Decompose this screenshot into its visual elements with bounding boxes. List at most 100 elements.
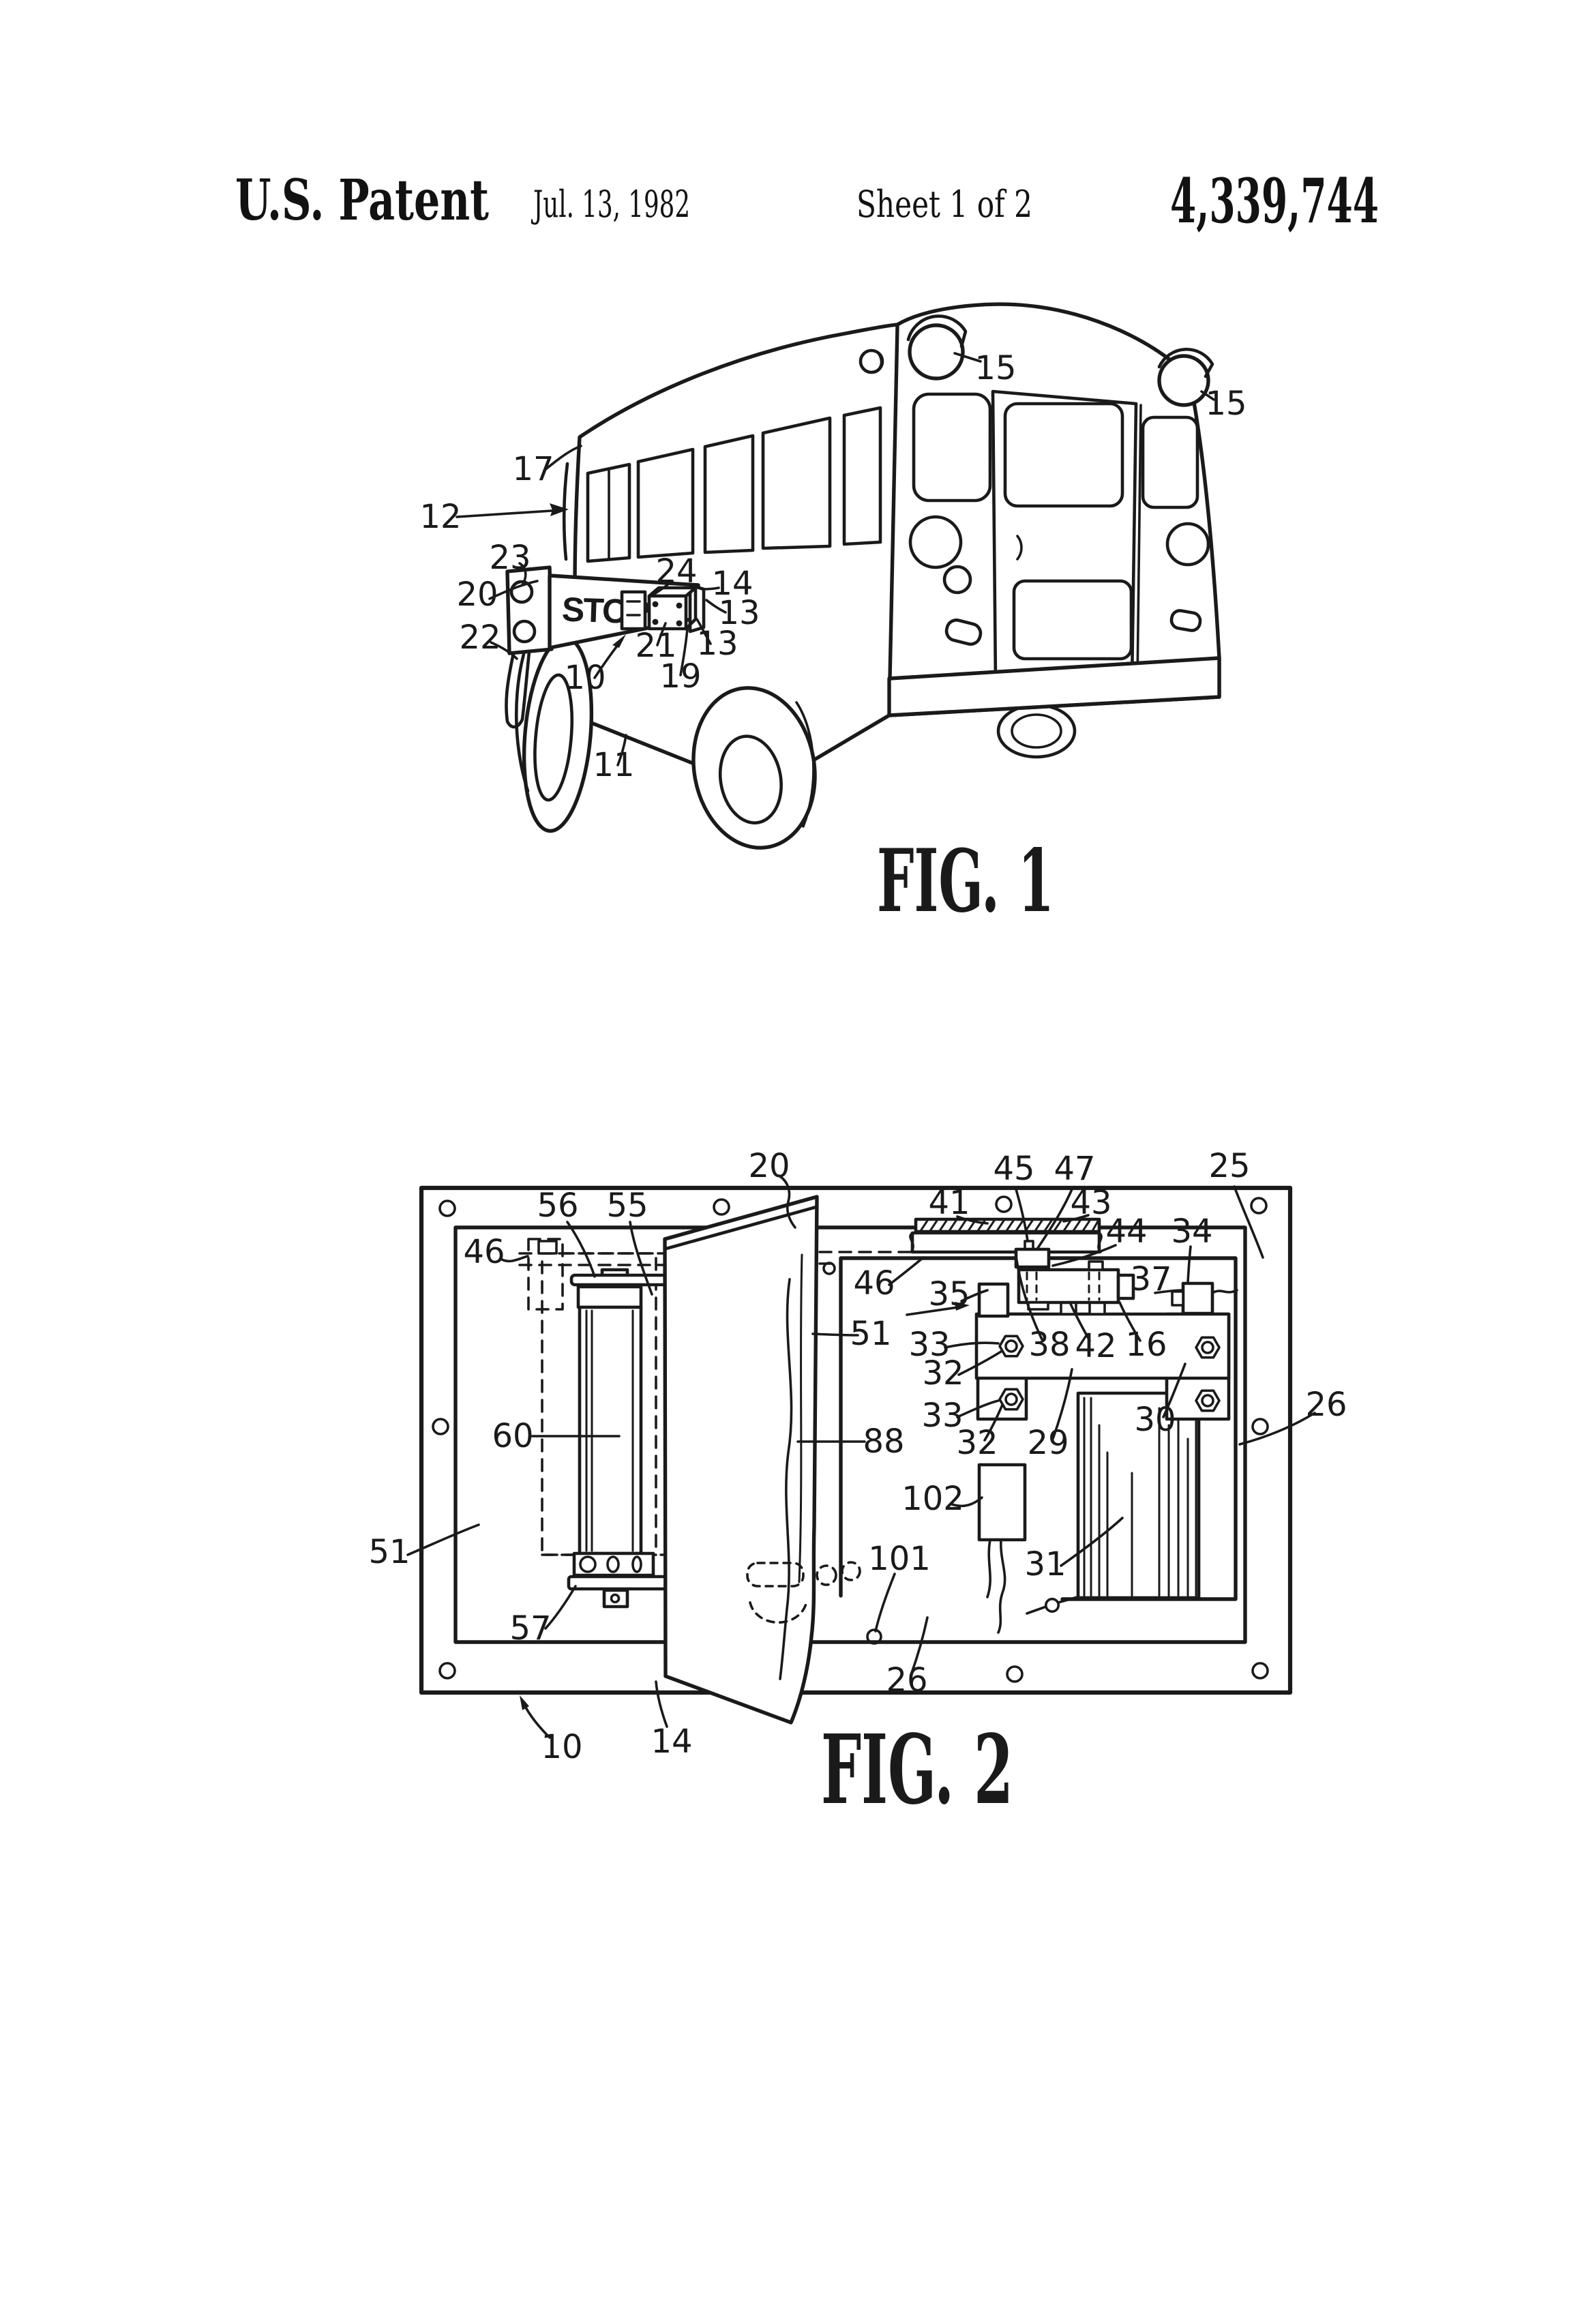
leader2-14 (655, 1680, 668, 1728)
pivot-bolt-lower (512, 619, 537, 644)
fig1-ref-11: 11 (593, 746, 634, 784)
leader2-25 (1233, 1185, 1264, 1259)
bus-rear-pillar (888, 324, 899, 681)
patent-date: Jul. 13, 1982 (531, 183, 690, 226)
front-wheel (522, 636, 594, 833)
fig1-labels: 15 15 17 12 23 20 22 24 14 13 13 21 19 1… (419, 349, 1247, 784)
bus-side-windows (586, 406, 882, 563)
leader2-20 (777, 1174, 796, 1229)
leader2-55 (629, 1221, 653, 1296)
roller-dashed-housing (541, 1252, 657, 1556)
bracket-screwhead-2 (1088, 1301, 1106, 1315)
block-37-body (1181, 1281, 1214, 1315)
sheet-top-edge-2 (664, 1205, 818, 1251)
fig2-ref-43: 43 (1070, 1184, 1111, 1222)
block-37-wire (1211, 1289, 1238, 1294)
block-37-foot (1171, 1290, 1184, 1307)
leader-13a (705, 599, 727, 614)
arrowhead2-10 (520, 1695, 529, 1710)
leader2-31 (1060, 1517, 1124, 1567)
fig2-ref-44: 44 (1105, 1212, 1147, 1251)
marker-light-detail (877, 352, 883, 371)
rear-reflector-right (1169, 609, 1202, 632)
bus-rear-face (908, 389, 1210, 684)
fig2-ref-60: 60 (492, 1417, 533, 1455)
hex-nut-3-hole (1201, 1341, 1214, 1354)
fig2-caption: FIG. 2 (821, 1714, 1013, 1826)
drive-assembly (909, 1217, 1238, 1421)
leader2-102 (951, 1496, 983, 1508)
fig1-leader-lines (456, 352, 1215, 766)
side-window-1 (586, 462, 631, 563)
clamp-cap-47 (1014, 1247, 1051, 1269)
leader2-57 (544, 1585, 577, 1630)
sheet-cutout-slot (746, 1562, 805, 1588)
leader2-35-arrow (906, 1305, 964, 1316)
mount-hole-9 (1006, 1665, 1024, 1683)
bus-front-pillar (562, 462, 569, 561)
fig1-ref-20: 20 (456, 576, 498, 614)
mounting-bracket-16 (974, 1301, 1231, 1421)
sensor-102 (977, 1463, 1027, 1634)
latch-box-side (684, 586, 698, 631)
leader2-33a (944, 1341, 1000, 1349)
wire-clip (1026, 1596, 1079, 1615)
fig2-ref-35: 35 (928, 1275, 970, 1313)
rear-wheel (691, 686, 817, 850)
roller-bolt-hole-1 (579, 1555, 597, 1573)
motor-dashed-lines (1026, 1271, 1101, 1301)
leader2-26a (1238, 1412, 1316, 1446)
leader-13b (696, 618, 712, 645)
fig2-ref-30: 30 (1134, 1401, 1176, 1439)
fig2-ref-31: 31 (1024, 1545, 1066, 1583)
leader-21 (656, 622, 667, 646)
arrowhead-12 (550, 503, 569, 516)
fig1-ref-24: 24 (655, 552, 697, 591)
fig2-ref-42: 42 (1075, 1327, 1116, 1365)
bracket-46-pin (537, 1240, 558, 1255)
fig2-ref-51-a: 51 (368, 1533, 410, 1571)
latch-bolt-2 (676, 602, 683, 609)
leader-24 (652, 580, 674, 596)
arm-support-post (505, 650, 531, 729)
latch-bolt-3 (652, 619, 659, 625)
rear-door-panel (1012, 579, 1133, 661)
roof-flasher-lights (859, 314, 1214, 407)
fig2-ref-33-b: 33 (921, 1397, 963, 1435)
fig1-ref-13-a: 13 (718, 594, 760, 632)
leader2-45 (1015, 1188, 1029, 1242)
front-fender (514, 642, 530, 793)
rear-right-window (1141, 415, 1199, 509)
fig2-ref-101: 101 (868, 1540, 931, 1578)
fig2-ref-88: 88 (863, 1422, 904, 1461)
leader2-101 (874, 1573, 896, 1633)
figure-2: 20 45 47 25 41 43 56 55 44 34 46 46 35 3… (368, 1147, 1347, 1826)
mount-hole-3 (995, 1195, 1013, 1213)
fig2-ref-47: 47 (1054, 1150, 1095, 1188)
fig2-ref-10: 10 (541, 1728, 582, 1766)
motor-foot (1027, 1301, 1049, 1311)
fig1-ref-12: 12 (419, 498, 461, 536)
mount-hole-6 (1251, 1418, 1269, 1435)
patent-number: 4,339,744 (1170, 165, 1379, 237)
motor-end-cap (1116, 1273, 1135, 1300)
hex-nut-2 (998, 1388, 1024, 1411)
stack-fold-lines-right (1158, 1403, 1197, 1597)
arm-hinge-bar (620, 590, 647, 631)
flasher-light-left (908, 323, 965, 381)
side-window-5 (842, 406, 882, 546)
component-102-wire-2 (986, 1538, 991, 1598)
leader2-41 (956, 1215, 989, 1225)
limit-switch-35 (977, 1282, 1010, 1318)
hex-nut-3 (1195, 1336, 1221, 1359)
fold-curl-2 (841, 1561, 861, 1581)
leader-15a (953, 352, 982, 363)
fig1-ref-15-a: 15 (974, 349, 1016, 387)
leader2-51a (406, 1523, 480, 1556)
side-window-3 (703, 434, 755, 554)
hex-nut-1-hole (1004, 1339, 1018, 1353)
rear-hub (718, 734, 783, 824)
fig1-ref-15-b: 15 (1205, 385, 1247, 423)
rear-door-window (1003, 402, 1124, 508)
fig2-ref-41: 41 (928, 1184, 970, 1222)
